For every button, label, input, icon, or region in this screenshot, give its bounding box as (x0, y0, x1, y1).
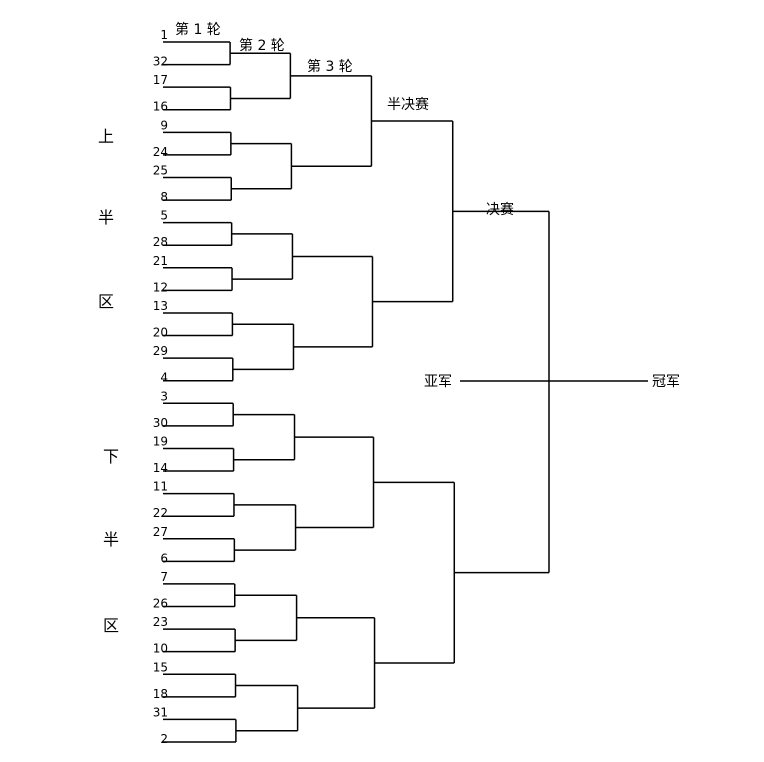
upper-half-char-2: 半 (98, 208, 114, 227)
seed-label: 12 (153, 280, 168, 294)
seed-label: 31 (153, 705, 168, 719)
seed-label: 32 (153, 55, 168, 69)
round-1-label: 第 1 轮 (175, 21, 221, 38)
seed-label: 24 (153, 145, 168, 159)
seed-label: 16 (153, 100, 168, 114)
upper-half-char-3: 区 (98, 292, 114, 311)
seed-labels: 1321716924258528211213202943301914112227… (153, 28, 168, 746)
seed-label: 17 (153, 73, 168, 87)
seed-label: 25 (153, 163, 168, 177)
semifinal-label: 半决赛 (387, 97, 429, 113)
bracket-lines (163, 41, 648, 743)
seed-label: 13 (153, 299, 168, 313)
lower-half-char-1: 下 (103, 447, 119, 466)
seed-label: 21 (153, 254, 168, 268)
seed-label: 27 (153, 525, 168, 539)
seed-label: 30 (153, 416, 168, 430)
round-3-label: 第 3 轮 (307, 58, 353, 75)
seed-label: 28 (153, 235, 168, 249)
seed-label: 29 (153, 344, 168, 358)
seed-label: 14 (153, 461, 168, 475)
runner-up-label: 亚军 (424, 374, 452, 390)
seed-label: 26 (153, 597, 168, 611)
upper-half-char-1: 上 (98, 127, 114, 146)
seed-label: 2 (160, 732, 168, 746)
seed-label: 22 (153, 506, 168, 520)
seed-label: 3 (160, 389, 168, 403)
seed-label: 1 (160, 28, 168, 42)
seed-label: 23 (153, 615, 168, 629)
lower-half-char-2: 半 (103, 530, 119, 549)
lower-half-char-3: 区 (103, 616, 119, 635)
seed-label: 10 (153, 642, 168, 656)
seed-label: 9 (160, 118, 168, 132)
seed-label: 6 (160, 551, 168, 565)
seed-label: 5 (160, 209, 168, 223)
seed-label: 19 (153, 434, 168, 448)
seed-label: 11 (153, 480, 168, 494)
seed-label: 8 (160, 190, 168, 204)
seed-label: 20 (153, 326, 168, 340)
champion-label: 冠军 (652, 374, 680, 390)
seed-label: 7 (160, 570, 168, 584)
seed-label: 18 (153, 687, 168, 701)
seed-label: 4 (160, 371, 168, 385)
round-2-label: 第 2 轮 (239, 37, 285, 54)
final-label: 决赛 (486, 202, 514, 218)
seed-label: 15 (153, 660, 168, 674)
